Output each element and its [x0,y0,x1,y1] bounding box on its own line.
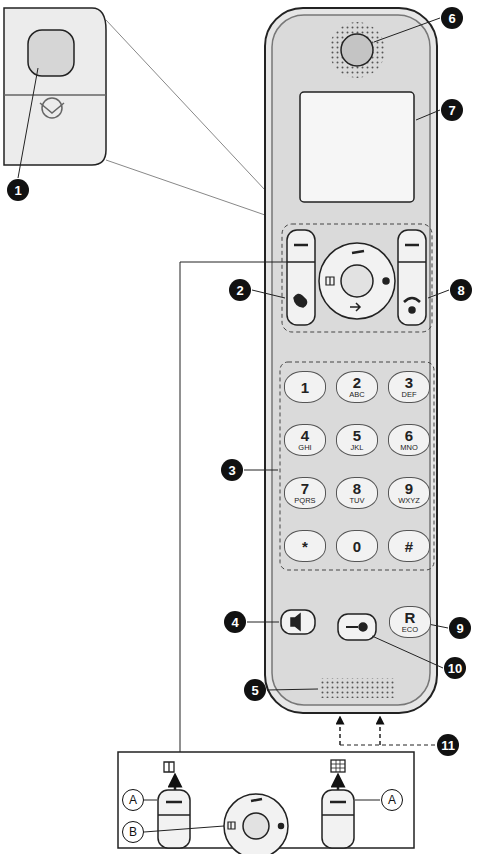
node-label: 0 [353,539,361,554]
receiver [341,34,373,66]
node-label: 6 [405,428,413,443]
handset-body [265,8,437,713]
callout-number: 1 [7,179,29,201]
callout-letter: B [122,821,144,843]
node-label: 9 [405,481,413,496]
microphone [320,678,396,698]
node-label: A [388,794,396,806]
key-letters: MNO [400,444,418,452]
node-label: 10 [448,662,462,675]
keypad-key: 8TUV [336,477,378,510]
back-inset [4,8,106,165]
key-letters: TUV [350,497,365,505]
keypad-key: 9WXYZ [388,477,430,510]
callout-number: 5 [244,679,266,701]
node-label: 1 [14,184,21,197]
speaker-grille [28,30,74,76]
key-letters: GHI [298,444,311,452]
callout-number: 7 [441,99,463,121]
key-letters: ECO [402,626,418,634]
node-label: 3 [228,464,235,477]
callout-letter: A [381,789,403,811]
node-label: 11 [441,739,455,752]
key-letters: WXYZ [398,497,420,505]
node-label: 8 [457,284,464,297]
callout-number: 8 [450,279,472,301]
keypad-key: # [388,530,430,562]
node-label: 7 [448,104,455,117]
keypad-key: 7PQRS [284,477,326,510]
key-letters: DEF [402,391,417,399]
node-label: B [129,826,137,838]
key-letters: ABC [349,391,364,399]
node-label: * [302,539,308,554]
keypad-key: 0 [336,530,378,562]
talk-key [294,294,307,307]
node-label: 5 [353,428,361,443]
node-label: 4 [231,616,238,629]
keypad-key: 5JKL [336,424,378,457]
callout-number: 3 [221,459,243,481]
callout-number: 2 [229,279,251,301]
intercom-key [338,614,376,640]
node-label: 8 [353,481,361,496]
navigator-key [319,243,395,319]
display [300,92,414,202]
speakerphone-key [281,610,315,634]
keypad-key: RECO [389,606,431,639]
keypad-key: 1 [284,371,326,403]
keypad-key: 4GHI [284,424,326,457]
callout-number: 6 [441,7,463,29]
keypad-key: 2ABC [336,371,378,404]
node-label: 9 [456,622,463,635]
key-letters: JKL [351,444,364,452]
node-label: A [129,794,137,806]
keypad-key: * [284,530,326,562]
node-label: 3 [405,375,413,390]
node-label: R [405,610,416,625]
keypad-key: 3DEF [388,371,430,404]
node-label: 7 [301,481,309,496]
callout-number: 9 [449,617,471,639]
node-label: 1 [301,380,309,395]
callout-number: 11 [437,734,459,756]
key-letters: PQRS [294,497,315,505]
node-label: # [405,539,413,554]
node-label: 2 [353,375,361,390]
node-label: 4 [301,428,309,443]
keypad-key: 6MNO [388,424,430,457]
node-label: 6 [448,12,455,25]
node-label: 2 [236,284,243,297]
callout-letter: A [122,789,144,811]
callout-number: 10 [444,657,466,679]
callout-number: 4 [224,611,246,633]
off-key [404,298,420,302]
node-label: 5 [251,684,258,697]
